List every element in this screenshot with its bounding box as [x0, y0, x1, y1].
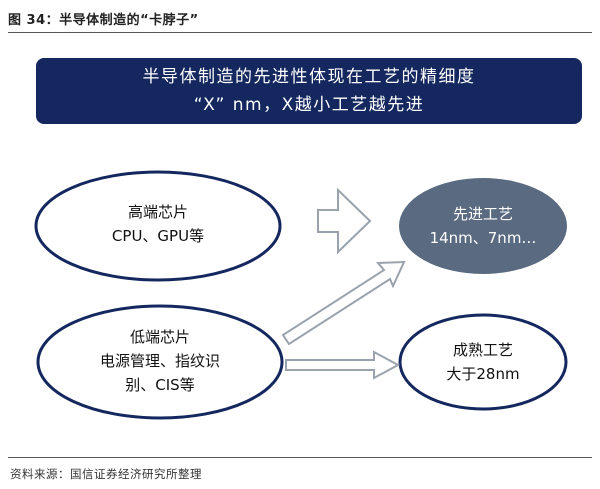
high-end-detail: CPU、GPU等: [111, 227, 205, 245]
mature-process-title: 成熟工艺: [452, 341, 513, 359]
figure-caption: 图 34：半导体制造的“卡脖子”: [8, 13, 199, 28]
low-end-ellipse: [36, 304, 284, 420]
mature-process-label: 成熟工艺 大于28nm: [403, 338, 563, 386]
high-end-label: 高端芯片 CPU、GPU等: [58, 200, 258, 248]
source-rule: [8, 457, 592, 458]
caption-rule: [8, 32, 592, 33]
source-note: 资料来源：国信证券经济研究所整理: [10, 467, 202, 481]
banner-line-1: 半导体制造的先进性体现在工艺的精细度: [142, 67, 476, 87]
mature-process-ellipse: [398, 313, 568, 411]
horizontal-arrow-icon: [285, 350, 401, 380]
advanced-process-title: 先进工艺: [452, 205, 513, 223]
low-end-label: 低端芯片 电源管理、指纹识 别、CIS等: [60, 325, 260, 397]
advanced-process-detail: 14nm、7nm…: [429, 229, 537, 247]
block-arrow-right-icon: [317, 187, 372, 255]
diagonal-arrow-icon: [281, 260, 406, 346]
high-end-ellipse: [34, 170, 282, 282]
low-end-title: 低端芯片: [129, 328, 190, 346]
banner-line-2: “X” nm，X越小工艺越先进: [193, 95, 425, 115]
advanced-process-ellipse: [399, 178, 567, 274]
advanced-process-label: 先进工艺 14nm、7nm…: [403, 202, 563, 250]
low-end-detail-line-2: 别、CIS等: [125, 376, 195, 394]
header-banner: 半导体制造的先进性体现在工艺的精细度 “X” nm，X越小工艺越先进: [36, 58, 582, 124]
high-end-title: 高端芯片: [127, 203, 188, 221]
mature-process-detail: 大于28nm: [446, 365, 520, 383]
low-end-detail-line-1: 电源管理、指纹识: [99, 352, 220, 370]
